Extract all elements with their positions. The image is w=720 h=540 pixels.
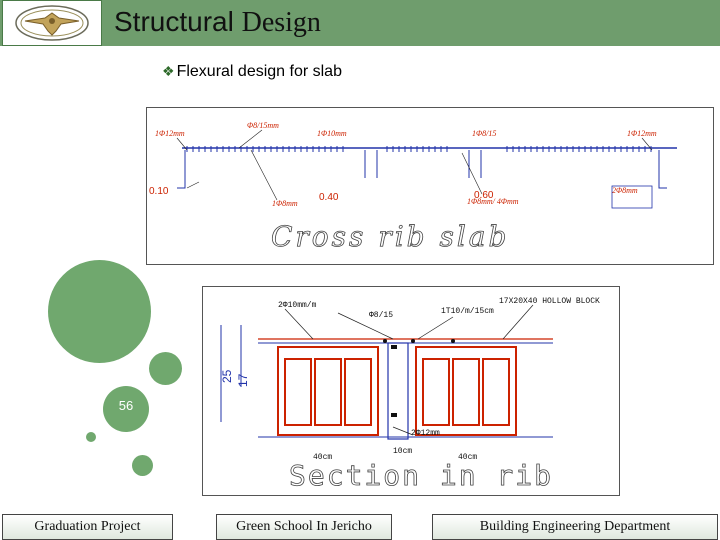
- dim-25: 25: [220, 369, 234, 383]
- svg-text:1Φ12mm: 1Φ12mm: [155, 129, 185, 138]
- dim-bottom-c: 40cm: [458, 453, 477, 462]
- svg-text:2Φ10mm/m: 2Φ10mm/m: [278, 301, 317, 310]
- label-block: 1T10/m/15cm: [441, 307, 494, 316]
- header-bar: Structural Design: [0, 0, 720, 46]
- slab-plan-svg: 1Φ12mm Φ8/15mm 1Φ10mm 1Φ8/15 1Φ12mm 1Φ8m…: [149, 121, 677, 253]
- eagle-emblem-icon: [15, 5, 89, 41]
- decor-circle-medium-right: [149, 352, 182, 385]
- dim-17: 17: [236, 373, 250, 387]
- svg-text:1Φ8/15: 1Φ8/15: [472, 129, 496, 138]
- slide-number: 56: [118, 398, 134, 413]
- dim-bottom-b: 10cm: [393, 447, 412, 456]
- decor-circle-number: [103, 386, 149, 432]
- svg-text:1Φ8mm: 1Φ8mm: [272, 199, 298, 208]
- svg-text:Φ8/15: Φ8/15: [369, 311, 393, 320]
- svg-text:1Φ8mm/ 4Φmm: 1Φ8mm/ 4Φmm: [467, 197, 519, 206]
- svg-text:2Φ12mm: 2Φ12mm: [411, 429, 440, 438]
- svg-text:1Φ10mm: 1Φ10mm: [317, 129, 347, 138]
- footer-school-name: Green School In Jericho: [216, 514, 392, 540]
- decor-circle-tiny: [86, 432, 96, 442]
- label-010: 0.10: [149, 186, 169, 197]
- page-title: Structural Design: [114, 6, 321, 39]
- title-structural: Structural: [114, 6, 234, 37]
- section-in-rib-drawing: 25 17 2Φ10mm/m Φ8/15 1T10/m/15cm 17X20X4…: [202, 286, 620, 496]
- label-hollow-block: 17X20X40 HOLLOW BLOCK: [499, 297, 600, 306]
- cross-rib-slab-drawing: 1Φ12mm Φ8/15mm 1Φ10mm 1Φ8/15 1Φ12mm 1Φ8m…: [146, 107, 714, 265]
- slide-subtitle: ❖Flexural design for slab: [162, 63, 342, 81]
- logo: [2, 0, 102, 46]
- diamond-bullet-icon: ❖: [162, 63, 175, 79]
- svg-text:1Φ12mm: 1Φ12mm: [627, 129, 657, 138]
- footer-department: Building Engineering Department: [432, 514, 718, 540]
- cross-rib-slab-caption: Cross rib slab: [271, 220, 509, 253]
- decor-circle-large: [48, 260, 151, 363]
- svg-text:2Φ8mm: 2Φ8mm: [612, 186, 638, 195]
- section-in-rib-caption: Section in rib: [289, 459, 553, 492]
- label-040: 0.40: [319, 192, 339, 203]
- svg-text:Φ8/15mm: Φ8/15mm: [247, 121, 279, 130]
- label-060: 0.60: [474, 190, 494, 201]
- decor-circle-small: [132, 455, 153, 476]
- subtitle-text: Flexural design for slab: [176, 63, 342, 80]
- dim-bottom-a: 40cm: [313, 453, 332, 462]
- title-design: Design: [241, 7, 321, 38]
- footer-graduation-project: Graduation Project: [2, 514, 173, 540]
- rib-section-svg: 25 17 2Φ10mm/m Φ8/15 1T10/m/15cm 17X20X4…: [220, 297, 600, 492]
